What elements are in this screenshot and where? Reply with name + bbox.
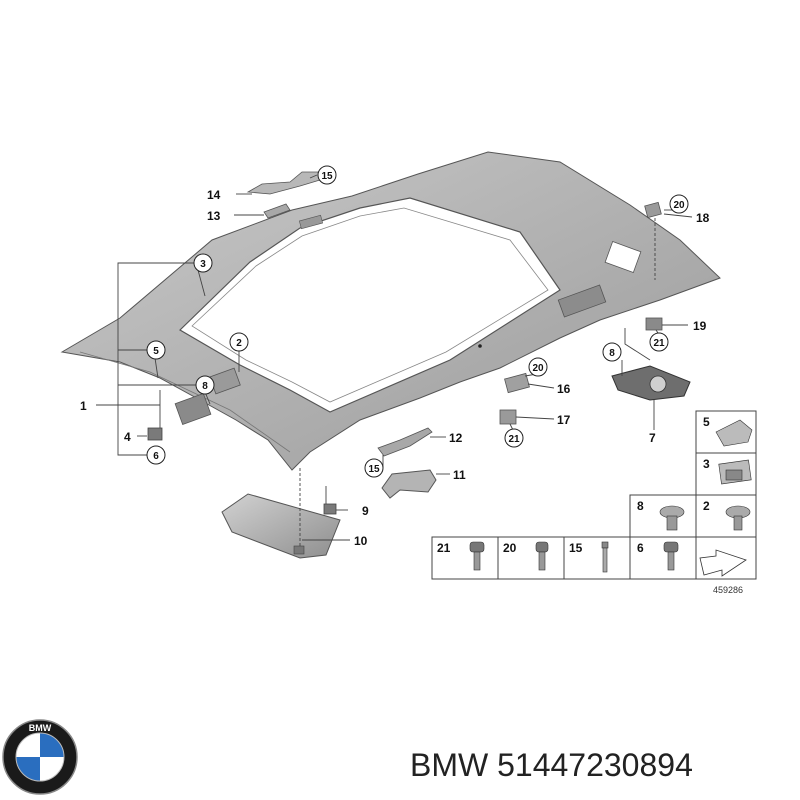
callout-21-mid: 21 [508, 434, 520, 445]
table-cell-5: 5 [703, 415, 710, 429]
callout-8-right: 8 [609, 348, 615, 359]
part-number: 51447230894 [497, 747, 693, 783]
callout-17: 17 [557, 413, 571, 427]
bracket-12 [377, 427, 433, 457]
callout-2: 2 [236, 338, 242, 349]
table-cell-6: 6 [637, 541, 644, 555]
circle-callouts [146, 165, 689, 478]
callout-21-right: 21 [653, 338, 665, 349]
callout-10: 10 [354, 534, 368, 548]
bracket-14 [246, 171, 321, 195]
callout-16: 16 [557, 382, 571, 396]
clip-17 [499, 409, 517, 425]
callout-15-top: 15 [321, 171, 333, 182]
callout-14: 14 [207, 188, 221, 202]
bmw-logo: BMW [2, 719, 78, 795]
parts-table [431, 410, 757, 580]
table-cell-21: 21 [437, 541, 451, 555]
screw-21-icon [469, 541, 485, 571]
screw-20-icon [535, 541, 549, 571]
callout-11: 11 [453, 468, 466, 482]
clip-18 [644, 201, 662, 219]
sun-visor [221, 493, 341, 559]
table-cell-2: 2 [703, 499, 710, 513]
clip-8-icon [659, 505, 685, 531]
callout-5: 5 [153, 346, 159, 357]
callout-8-left: 8 [202, 381, 208, 392]
pin-15-icon [601, 541, 609, 573]
interior-light-7 [611, 365, 691, 401]
direction-arrow-icon [699, 549, 747, 577]
callout-20-mid: 20 [532, 363, 544, 374]
callout-7: 7 [649, 431, 656, 445]
callout-18: 18 [696, 211, 710, 225]
clip-9 [323, 503, 337, 515]
callout-20-right: 20 [673, 200, 685, 211]
clip-2-icon [725, 505, 751, 531]
callout-19: 19 [693, 319, 707, 333]
clip-19 [645, 317, 663, 331]
clip-16 [504, 372, 530, 394]
table-cell-3: 3 [703, 457, 710, 471]
brand-caption: BMW 51447230894 [410, 740, 790, 790]
figure-number: 459286 [713, 585, 743, 595]
brand-name: BMW [410, 747, 489, 783]
callout-4: 4 [124, 430, 131, 444]
callout-13: 13 [207, 209, 221, 223]
table-icons [469, 419, 753, 577]
clip-5-icon [715, 419, 753, 447]
table-cell-8: 8 [637, 499, 644, 513]
clip-4 [147, 427, 163, 441]
table-cell-20: 20 [503, 541, 517, 555]
callout-9: 9 [362, 504, 369, 518]
grab-handle-11 [381, 469, 437, 499]
headliner-panel [60, 151, 721, 471]
clip-3-icon [718, 459, 752, 485]
leader-lines [96, 174, 693, 546]
callout-12: 12 [449, 431, 463, 445]
callout-15-bottom: 15 [368, 464, 380, 475]
bmw-logo-letters: BMW [29, 723, 52, 733]
callout-3: 3 [200, 259, 206, 270]
callout-6: 6 [153, 451, 159, 462]
screw-6-icon [663, 541, 679, 571]
bracket-13 [263, 203, 291, 219]
table-cell-15: 15 [569, 541, 583, 555]
callout-1: 1 [80, 399, 87, 413]
